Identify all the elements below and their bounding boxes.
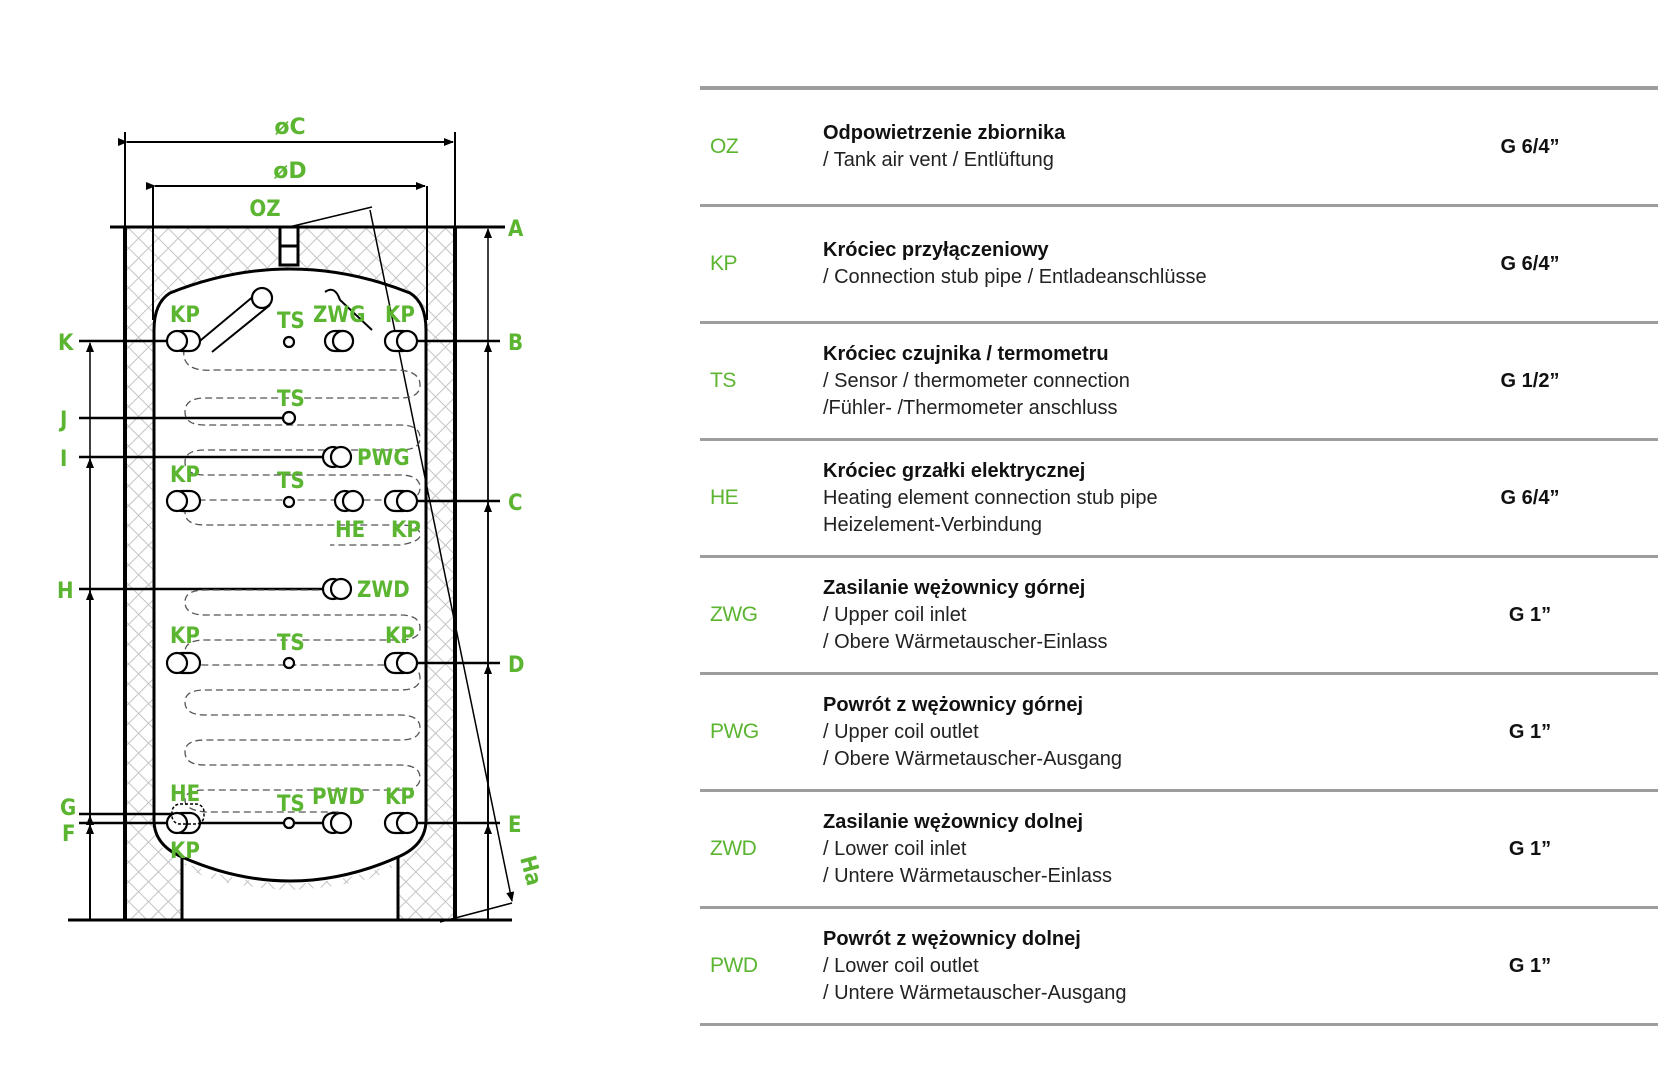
description-title: Króciec grzałki elektrycznej xyxy=(823,459,1086,482)
description-line: / Upper coil inlet xyxy=(823,603,967,626)
connection-code: PWD xyxy=(710,954,758,977)
upper-coil xyxy=(183,344,421,546)
description-line: / Tank air vent / Entlüftung xyxy=(823,149,1054,171)
spec-row: ZWG Zasilanie wężownicy górnej / Upper c… xyxy=(700,558,1658,675)
lower-coil xyxy=(184,589,421,813)
height-label-f: F xyxy=(62,822,76,847)
height-label-k: K xyxy=(58,331,74,356)
label-od: øD xyxy=(273,159,306,184)
label-kp: KP xyxy=(385,624,415,649)
label-kp: KP xyxy=(170,839,200,864)
connection-code: HE xyxy=(710,486,739,509)
thread-size: G 6/4” xyxy=(1500,136,1560,158)
label-kp: KP xyxy=(385,303,415,328)
spec-row: KP Króciec przyłączeniowy / Connection s… xyxy=(700,207,1658,324)
label-ha: Ha xyxy=(514,853,546,888)
dimension-oc xyxy=(118,132,456,227)
description-line: / Sensor / thermometer connection xyxy=(823,369,1130,392)
connection-description: Króciec grzałki elektrycznej Heating ele… xyxy=(823,441,1158,555)
height-label-a: A xyxy=(508,217,524,242)
thread-size: G 1/2” xyxy=(1500,370,1560,392)
height-label-e: E xyxy=(508,813,522,838)
tank-outline xyxy=(68,186,512,922)
description-line: / Connection stub pipe / Entladeanschlüs… xyxy=(823,266,1207,288)
right-height-dimensions xyxy=(405,228,500,920)
connection-description: Króciec czujnika / termometru / Sensor /… xyxy=(823,324,1130,438)
spec-row: TS Króciec czujnika / termometru / Senso… xyxy=(700,324,1658,441)
label-zwd: ZWD xyxy=(357,578,410,603)
label-he: HE xyxy=(170,782,200,807)
thread-size: G 1” xyxy=(1508,721,1552,743)
height-label-d: D xyxy=(508,653,524,678)
label-ts: TS xyxy=(277,792,305,817)
insulation xyxy=(125,227,455,920)
connection-code: ZWD xyxy=(710,837,757,860)
thread-size: G 1” xyxy=(1508,604,1552,626)
label-pwg: PWG xyxy=(357,446,410,471)
label-oc: øC xyxy=(274,115,305,140)
description-line: / Obere Wärmetauscher-Ausgang xyxy=(823,747,1123,770)
label-kp: KP xyxy=(170,303,200,328)
description-line: Heating element connection stub pipe xyxy=(823,486,1158,509)
height-label-i: I xyxy=(60,447,67,472)
description-line: Heizelement-Verbindung xyxy=(823,513,1043,536)
height-label-h: H xyxy=(57,579,74,604)
label-ts: TS xyxy=(277,469,305,494)
description-line: / Lower coil outlet xyxy=(823,954,979,977)
description-title: Powrót z wężownicy dolnej xyxy=(823,927,1081,950)
connection-description: Zasilanie wężownicy dolnej / Lower coil … xyxy=(823,792,1112,906)
spec-row: PWD Powrót z wężownicy dolnej / Lower co… xyxy=(700,909,1658,1026)
label-oz: OZ xyxy=(249,197,280,222)
connection-description: Odpowietrzenie zbiornika / Tank air vent… xyxy=(823,90,1065,204)
label-kp: KP xyxy=(385,785,415,810)
connection-description: Króciec przyłączeniowy / Connection stub… xyxy=(823,207,1207,321)
label-kp: KP xyxy=(391,518,421,543)
thread-size: G 1” xyxy=(1508,838,1552,860)
description-line: / Upper coil outlet xyxy=(823,720,979,743)
description-title: Zasilanie wężownicy dolnej xyxy=(823,810,1084,833)
description-title: Powrót z wężownicy górnej xyxy=(823,693,1084,716)
description-line: / Lower coil inlet xyxy=(823,837,967,860)
connection-spec-table: OZ Odpowietrzenie zbiornika / Tank air v… xyxy=(700,86,1658,1026)
label-zwg: ZWG xyxy=(313,303,365,328)
connection-description: Zasilanie wężownicy górnej / Upper coil … xyxy=(823,558,1108,672)
description-title: Odpowietrzenie zbiornika xyxy=(823,122,1066,144)
spec-row: ZWD Zasilanie wężownicy dolnej / Lower c… xyxy=(700,792,1658,909)
label-kp: KP xyxy=(170,463,200,488)
label-he: HE xyxy=(335,518,365,543)
connection-code: ZWG xyxy=(710,603,758,626)
connection-code: PWG xyxy=(710,720,759,743)
description-title: Króciec czujnika / termometru xyxy=(823,342,1109,365)
label-ts: TS xyxy=(277,631,305,656)
thread-size: G 6/4” xyxy=(1500,487,1560,509)
connection-labels: KP TS ZWG KP TS PWG KP TS HE KP ZWD KP T… xyxy=(170,303,421,864)
description-title: Zasilanie wężownicy górnej xyxy=(823,576,1086,599)
label-ts: TS xyxy=(277,387,305,412)
height-label-g: G xyxy=(60,796,76,821)
connection-stubs xyxy=(165,286,419,835)
description-line: / Obere Wärmetauscher-Einlass xyxy=(823,630,1108,653)
connection-description: Powrót z wężownicy dolnej / Lower coil o… xyxy=(823,909,1126,1023)
label-pwd: PWD xyxy=(312,785,365,810)
spec-row: OZ Odpowietrzenie zbiornika / Tank air v… xyxy=(700,90,1658,207)
description-line: /Fühler- /Thermometer anschluss xyxy=(823,396,1118,419)
thread-size: G 1” xyxy=(1508,955,1552,977)
thread-size: G 6/4” xyxy=(1500,253,1560,275)
connection-description: Powrót z wężownicy górnej / Upper coil o… xyxy=(823,675,1122,789)
height-label-c: C xyxy=(508,491,523,516)
tank-diagram: øC øD OZ Ha A B C D E K xyxy=(57,115,546,923)
height-label-j: J xyxy=(58,408,67,433)
description-title: Króciec przyłączeniowy xyxy=(823,239,1049,261)
connection-code: OZ xyxy=(710,135,739,158)
description-line: / Untere Wärmetauscher-Ausgang xyxy=(823,981,1127,1004)
spec-row: PWG Powrót z wężownicy górnej / Upper co… xyxy=(700,675,1658,792)
height-label-b: B xyxy=(508,331,523,356)
connection-code: TS xyxy=(710,369,736,392)
description-line: / Untere Wärmetauscher-Einlass xyxy=(823,864,1112,887)
label-ts: TS xyxy=(277,309,305,334)
connection-code: KP xyxy=(710,252,738,275)
label-kp: KP xyxy=(170,624,200,649)
spec-row: HE Króciec grzałki elektrycznej Heating … xyxy=(700,441,1658,558)
